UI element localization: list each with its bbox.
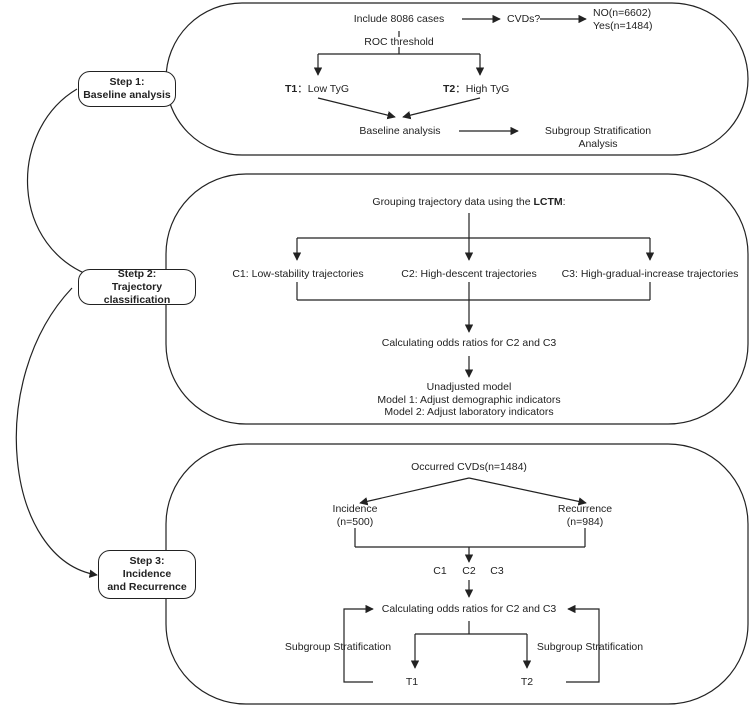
t1-label: T1 — [285, 83, 298, 95]
incidence-n: (n=500) — [336, 516, 374, 528]
baseline-analysis: Baseline analysis — [359, 125, 441, 137]
t1-label-3: T1 — [405, 676, 419, 688]
subgroup-left: Subgroup Stratification — [284, 641, 392, 653]
model-1: Model 1: Adjust demographic indicators — [377, 394, 561, 406]
c3-trajectory: C3: High-gradual-increase trajectories — [561, 268, 739, 280]
step-3-subtitle-2: and Recurrence — [107, 581, 187, 593]
arrow-t1-baseline — [317, 97, 396, 120]
arrow-to-incidence — [359, 477, 470, 506]
feedback-right — [566, 604, 600, 683]
step-3-title: Step 3: — [129, 555, 165, 567]
arrow-to-recurrence — [468, 477, 587, 506]
c2-trajectory: C2: High-descent trajectories — [401, 268, 537, 280]
odds-ratios-2: Calculating odds ratios for C2 and C3 — [381, 337, 557, 349]
c3-label-3: C3 — [490, 565, 504, 577]
t1-text: ：Low TyG — [297, 83, 350, 95]
subgroup-stratification-1b: Analysis — [578, 138, 618, 150]
step-1-title: Step 1: — [109, 76, 145, 88]
recurrence-n: (n=984) — [566, 516, 604, 528]
c1-trajectory: C1: Low-stability trajectories — [232, 268, 364, 280]
cvds-yes: Yes(n=1484) — [593, 20, 653, 32]
panel-1-outline — [165, 2, 749, 156]
subgroup-right: Subgroup Stratification — [536, 641, 644, 653]
cvds-question: CVDs? — [507, 13, 541, 25]
cvds-no: NO(n=6602) — [593, 7, 652, 19]
grouping-post: : — [562, 196, 566, 208]
grouping-lctm: Grouping trajectory data using the LCTM: — [372, 196, 565, 209]
recurrence-label: Recurrence — [557, 503, 613, 515]
step-2-title: Stetp 2: — [117, 267, 157, 280]
step-1-box: Step 1: Baseline analysis — [78, 71, 176, 107]
t1-low-tyg: T1：Low TyG — [285, 83, 349, 96]
step-3-box: Step 3: Incidence and Recurrence — [98, 550, 196, 599]
panel-3-outline — [165, 443, 749, 705]
include-cases: Include 8086 cases — [353, 13, 445, 25]
t2-text: ：High TyG — [455, 83, 510, 95]
incidence-label: Incidence — [332, 503, 378, 515]
c1-label-3: C1 — [433, 565, 447, 577]
connector-step2-step3 — [15, 287, 98, 578]
step-3-subtitle-1: Incidence — [122, 568, 172, 580]
step-1-subtitle: Baseline analysis — [83, 89, 171, 101]
t2-label: T2 — [443, 83, 456, 95]
odds-ratios-3: Calculating odds ratios for C2 and C3 — [381, 603, 557, 615]
step-2-subtitle: Trajectory classification — [103, 280, 171, 306]
t2-label-3: T2 — [520, 676, 534, 688]
roc-threshold: ROC threshold — [364, 36, 434, 48]
grouping-pre: Grouping trajectory data using the — [372, 196, 534, 208]
occurred-cvds: Occurred CVDs(n=1484) — [411, 461, 527, 473]
t2-high-tyg: T2：High TyG — [443, 83, 509, 96]
unadjusted-model: Unadjusted model — [426, 381, 512, 393]
model-2: Model 2: Adjust laboratory indicators — [384, 406, 554, 418]
subgroup-stratification-1: Subgroup Stratification — [544, 125, 652, 137]
connector-step1-step2 — [27, 88, 98, 280]
c2-label-3: C2 — [462, 565, 476, 577]
step-2-box: Stetp 2: Trajectory classification — [78, 267, 196, 306]
arrow-t2-baseline — [402, 97, 481, 120]
grouping-bold: LCTM — [533, 196, 563, 208]
feedback-left — [343, 604, 374, 683]
